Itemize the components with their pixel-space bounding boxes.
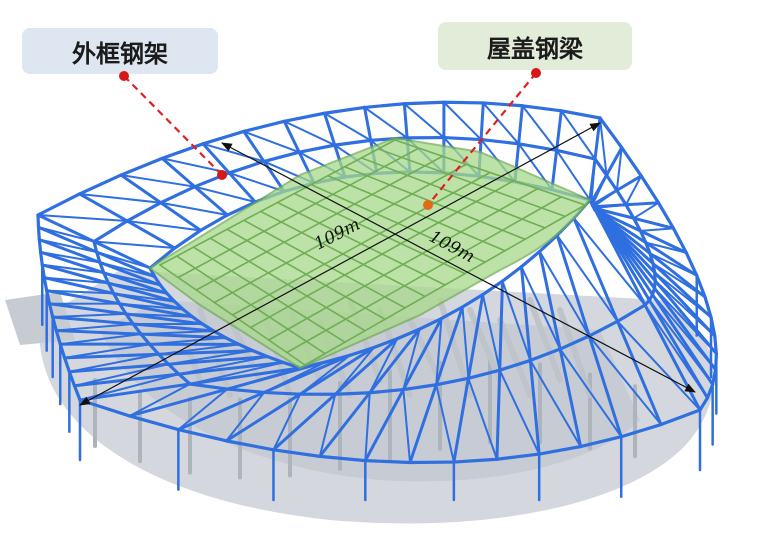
outer-frame-label: 外框钢架 — [22, 28, 218, 74]
callout-dot-outer-bottom — [217, 170, 227, 180]
callout-roof-beam — [423, 68, 541, 210]
callout-outer-frame — [119, 71, 227, 180]
roof-beam-label-text: 屋盖钢梁 — [487, 34, 583, 63]
dimension-line-b — [79, 122, 601, 406]
callout-dot-roof-bottom — [423, 200, 433, 210]
roof-beam-label: 屋盖钢梁 — [438, 22, 632, 70]
outer-frame-label-text: 外框钢架 — [72, 39, 168, 68]
callout-dot-roof-top — [531, 68, 541, 78]
callout-dot-outer-top — [119, 71, 129, 81]
